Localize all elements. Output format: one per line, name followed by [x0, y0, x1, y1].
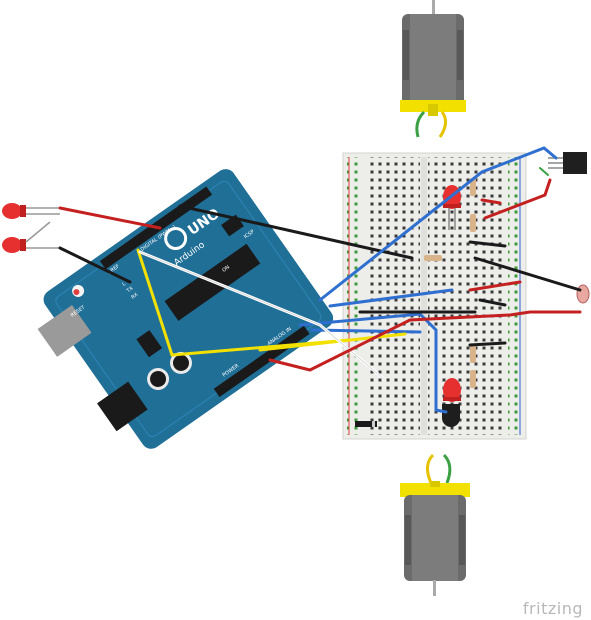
wire-blue — [298, 312, 448, 414]
wire-red — [58, 206, 162, 230]
wire-blue — [328, 288, 454, 308]
arduino-l-label: L — [121, 281, 127, 288]
led-breadboard-bottom — [443, 378, 461, 402]
arduino-icsp-label: ICSP — [243, 229, 256, 240]
diode — [355, 421, 377, 427]
wires — [58, 146, 582, 414]
transistor — [442, 404, 460, 427]
wire-blue — [310, 328, 422, 334]
wire-black — [178, 204, 414, 260]
wire-black — [468, 341, 507, 347]
wire-red — [483, 178, 552, 220]
wire-yellow — [258, 332, 407, 352]
wire-black — [478, 298, 507, 307]
wire-yellow — [136, 248, 352, 357]
arduino-rx-label: RX — [130, 292, 140, 301]
wire-black — [473, 256, 582, 292]
arduino-on-label: ON — [221, 264, 231, 273]
wire-red — [480, 198, 502, 205]
ldr-sensor — [576, 284, 590, 304]
wire-black — [468, 240, 507, 248]
wire-white — [139, 251, 386, 381]
arduino-tx-label: TX — [125, 285, 135, 295]
wire-black — [58, 246, 132, 284]
resistors — [424, 178, 476, 388]
wire-green — [539, 167, 549, 176]
led-left-bottom — [2, 221, 60, 253]
led-left-top — [2, 203, 60, 219]
wire-red — [468, 280, 522, 292]
wire-red — [268, 310, 582, 372]
wire-blue — [318, 146, 558, 302]
motor-bottom — [400, 453, 470, 596]
motor-top — [400, 0, 466, 138]
fritzing-brand: fritzing — [522, 599, 583, 618]
